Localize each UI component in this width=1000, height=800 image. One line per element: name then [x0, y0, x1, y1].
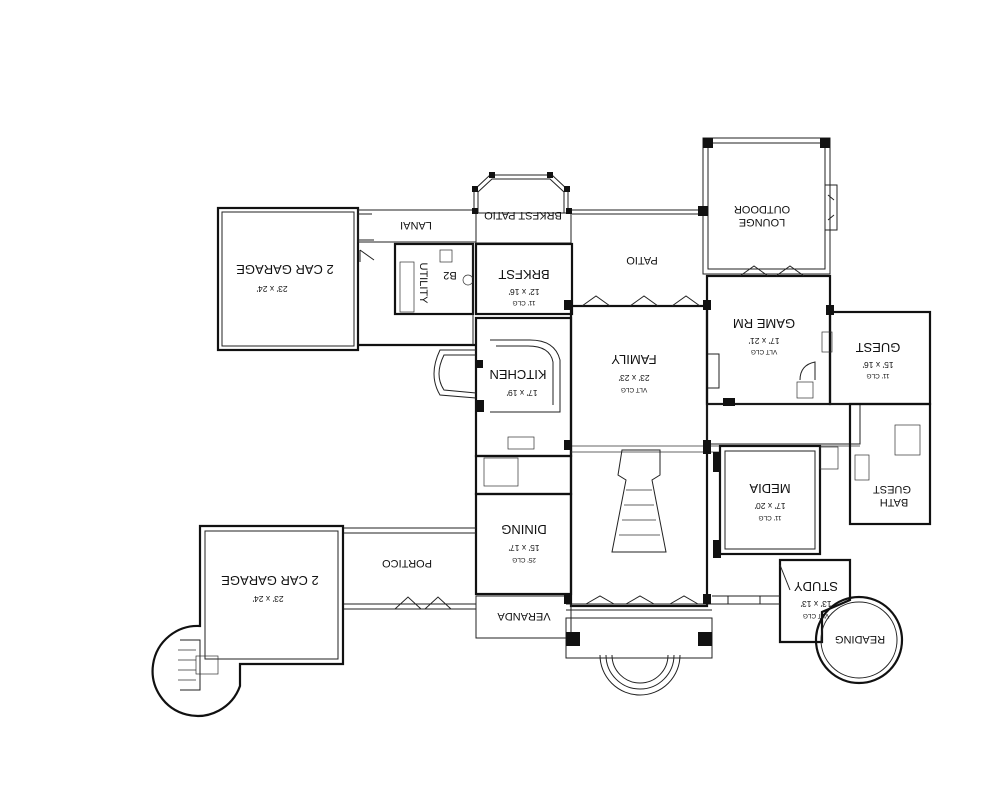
brkfst-patio-name: BRKFST PATIO [484, 209, 562, 221]
guest-name: GUEST [856, 340, 901, 355]
media-dim: 17' x 20' [754, 501, 786, 511]
reading-name: READING [835, 633, 885, 645]
media-name: MEDIA [749, 481, 791, 496]
guest-bath-name: GUEST [873, 483, 911, 495]
patio-name: PATIO [626, 254, 658, 266]
guest-clg: 11' CLG [866, 372, 889, 379]
media-clg: 11' CLG [758, 514, 781, 521]
dining-dim: 15' x 17' [508, 543, 540, 553]
upper-garage-dim: 23' x 24' [256, 284, 288, 294]
outdoor-lounge-walls [698, 137, 838, 275]
dining-clg: 25' CLG [512, 556, 536, 563]
columns [476, 300, 834, 604]
b2-name: B2 [443, 269, 456, 281]
veranda-name: VERANDA [497, 610, 551, 622]
dining-name: DINING [501, 522, 547, 537]
lower-garage-dim: 23' x 24' [252, 594, 284, 604]
study-dim: 13' x 13' [800, 599, 832, 609]
outdoor-lounge-name: OUTDOOR [734, 203, 790, 215]
family-name: FAMILY [611, 352, 657, 367]
portico-name: PORTICO [382, 557, 432, 569]
main-house-walls [393, 242, 932, 696]
utility-name: UTILITY [417, 263, 429, 305]
guest-bath-name-2: BATH [880, 496, 909, 508]
game-rm-name: GAME RM [733, 316, 795, 331]
lanai-name: LANAI [400, 219, 432, 231]
lower-garage-name: 2 CAR GARAGE [221, 573, 319, 588]
brkfst-clg: 11' CLG [512, 299, 535, 306]
game-rm-clg: VLT CLG [751, 348, 778, 355]
upper-garage-name: 2 CAR GARAGE [236, 262, 334, 277]
brkfst-dim: 12' x 16' [508, 287, 540, 297]
brkfst-name: BRKFST [498, 267, 549, 282]
outdoor-lounge-name-2: LOUNGE [739, 216, 785, 228]
portico-walls [343, 527, 476, 610]
study-clg: VLT CLG [803, 612, 830, 619]
game-rm-dim: 17' x 21' [748, 336, 780, 346]
kitchen-name: KITCHEN [489, 367, 546, 382]
lower-garage-walls [151, 524, 345, 718]
upper-garage-walls [216, 206, 475, 352]
patio-doors [581, 265, 805, 605]
study-name: STUDY [794, 579, 838, 594]
guest-dim: 15' x 16' [862, 360, 894, 370]
family-clg: VLT CLG [621, 386, 648, 393]
family-dim: 23' x 23' [618, 373, 650, 383]
lanai-area [357, 172, 700, 244]
kitchen-dim: 17' x 19' [506, 388, 538, 398]
